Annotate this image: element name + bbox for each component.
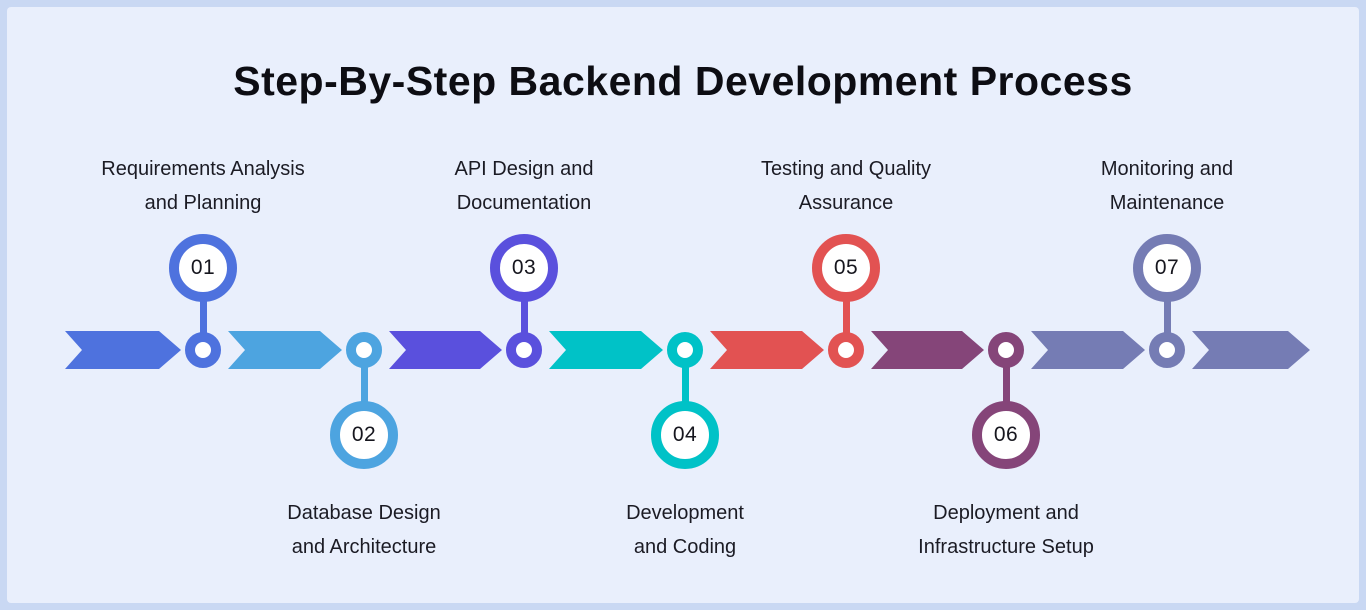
step-label-line1: Testing and Quality bbox=[760, 158, 932, 180]
step-circle-06: 06 bbox=[972, 401, 1040, 469]
step-label-line2: Maintenance bbox=[1109, 192, 1225, 214]
step-label-line2: Documentation bbox=[456, 192, 592, 214]
step-number-04: 04 bbox=[672, 423, 698, 446]
timeline-arrow-1 bbox=[65, 331, 181, 369]
timeline-dot-01 bbox=[185, 332, 221, 368]
step-label-line1: Database Design bbox=[287, 502, 441, 524]
step-circle-05: 05 bbox=[812, 234, 880, 302]
step-number-06: 06 bbox=[993, 423, 1019, 446]
timeline-arrow-5 bbox=[710, 331, 824, 369]
step-number-07: 07 bbox=[1154, 256, 1180, 279]
step-label-line1: Development bbox=[626, 502, 744, 524]
step-number-01: 01 bbox=[190, 256, 216, 279]
page-title: Step-By-Step Backend Development Process bbox=[233, 58, 1133, 104]
timeline-dot-05 bbox=[828, 332, 864, 368]
step-label-line2: Infrastructure Setup bbox=[918, 536, 1094, 558]
step-circle-01: 01 bbox=[169, 234, 237, 302]
step-connector-06 bbox=[1002, 350, 1010, 435]
step-label-line1: Requirements Analysis bbox=[101, 158, 305, 180]
timeline-arrow-7 bbox=[1031, 331, 1145, 369]
step-circle-03: 03 bbox=[490, 234, 558, 302]
step-connector-02 bbox=[360, 350, 368, 435]
timeline-arrow-4 bbox=[549, 331, 663, 369]
timeline-arrow-8 bbox=[1192, 331, 1310, 369]
step-connector-04 bbox=[681, 350, 689, 435]
step-label-line2: and Planning bbox=[144, 192, 262, 214]
step-circle-02: 02 bbox=[330, 401, 398, 469]
step-label-line1: API Design and bbox=[454, 158, 594, 180]
step-connector-03 bbox=[520, 268, 528, 350]
timeline-dot-03 bbox=[506, 332, 542, 368]
step-label-line2: and Architecture bbox=[291, 536, 437, 558]
step-circle-07: 07 bbox=[1133, 234, 1201, 302]
step-label-04: Development and Coding bbox=[515, 496, 855, 564]
step-label-02: Database Design and Architecture bbox=[194, 496, 534, 564]
timeline-dot-04 bbox=[667, 332, 703, 368]
timeline-arrow-6 bbox=[871, 331, 984, 369]
infographic-panel bbox=[7, 7, 1359, 603]
step-connector-01 bbox=[199, 268, 207, 350]
step-connector-05 bbox=[842, 268, 850, 350]
step-number-05: 05 bbox=[833, 256, 859, 279]
timeline-dot-06 bbox=[988, 332, 1024, 368]
step-label-line2: and Coding bbox=[633, 536, 737, 558]
step-label-01: Requirements Analysis and Planning bbox=[33, 152, 373, 220]
timeline-arrow-2 bbox=[228, 331, 342, 369]
step-label-line1: Monitoring and bbox=[1100, 158, 1234, 180]
step-connector-07 bbox=[1163, 268, 1171, 350]
step-number-03: 03 bbox=[511, 256, 537, 279]
timeline-arrow-3 bbox=[389, 331, 502, 369]
step-circle-04: 04 bbox=[651, 401, 719, 469]
timeline-dot-02 bbox=[346, 332, 382, 368]
timeline-dot-07 bbox=[1149, 332, 1185, 368]
step-label-line1: Deployment and bbox=[933, 502, 1079, 524]
step-number-02: 02 bbox=[351, 423, 377, 446]
step-label-line2: Assurance bbox=[798, 192, 894, 214]
